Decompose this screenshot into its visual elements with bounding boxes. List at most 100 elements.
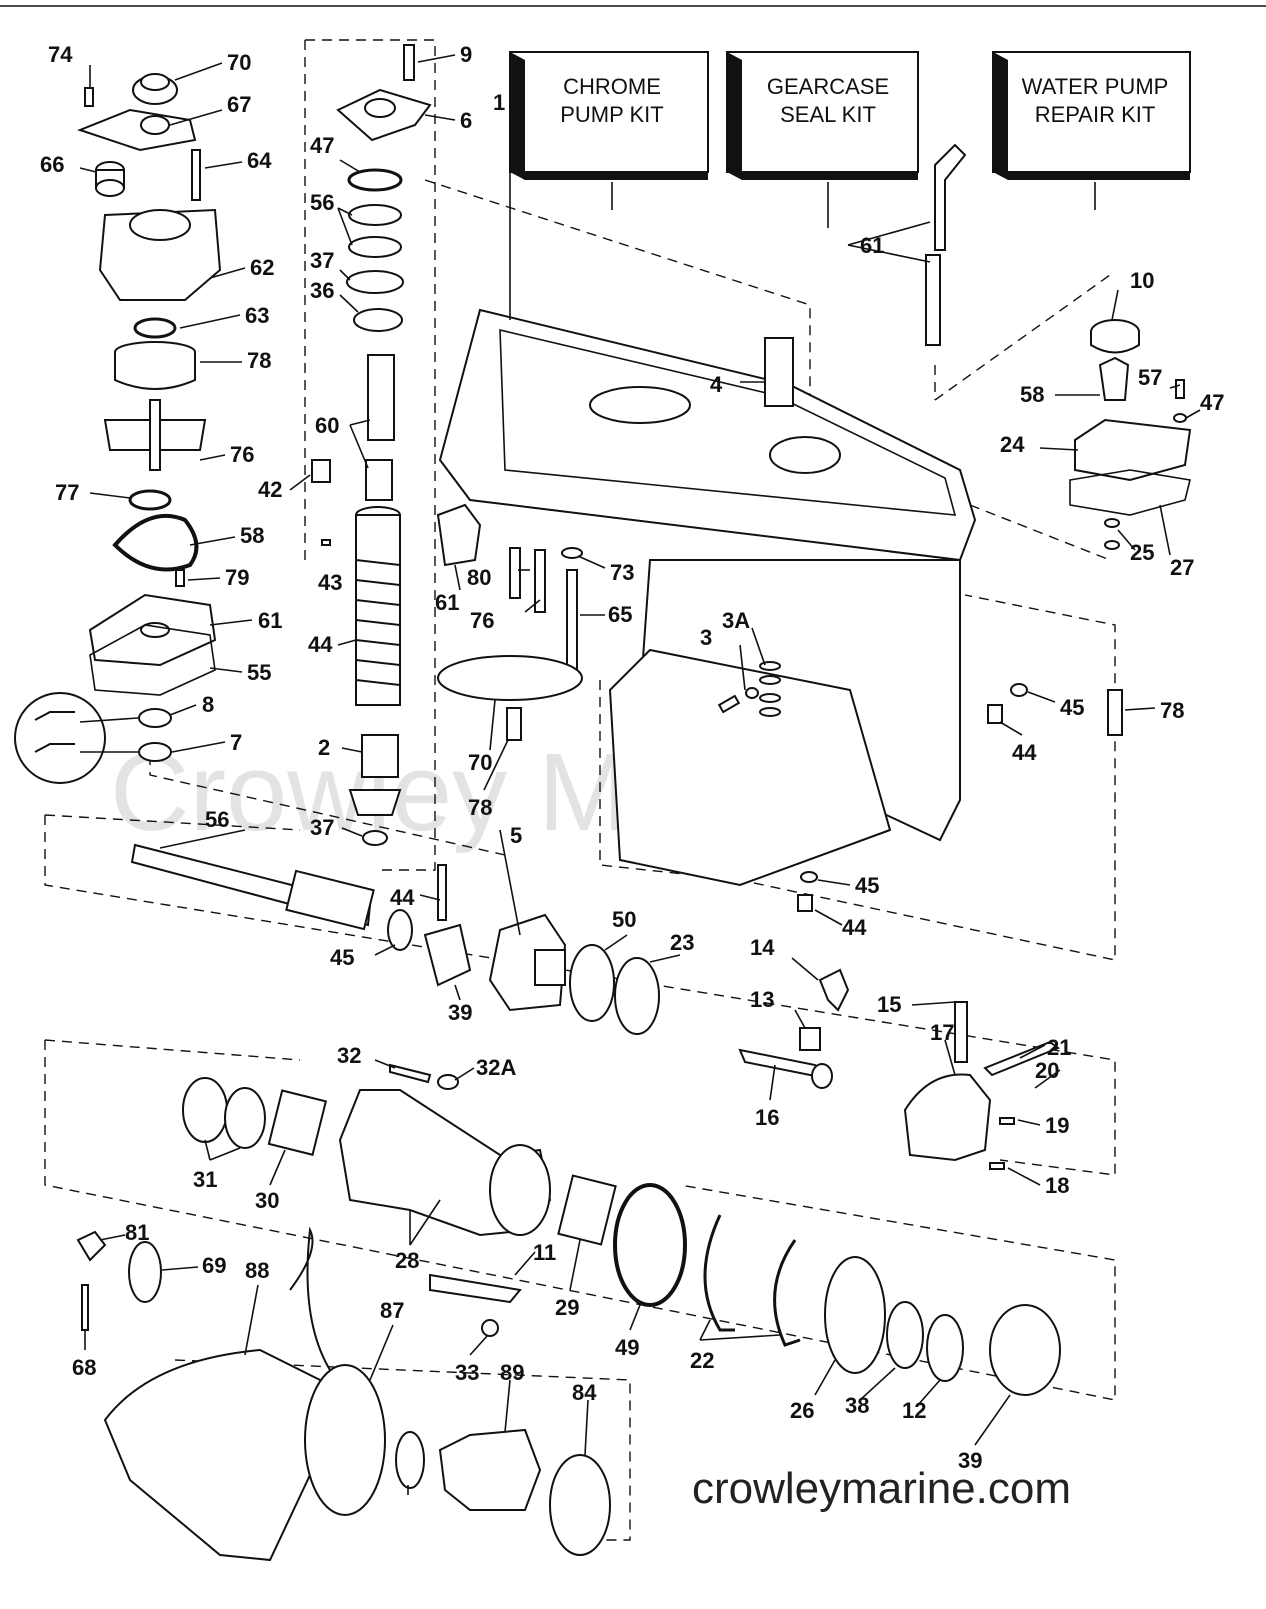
part-number: 69 [202, 1253, 226, 1278]
part-number: 67 [227, 92, 251, 117]
part-number: 57 [1138, 365, 1162, 390]
part-number: 29 [555, 1295, 579, 1320]
part-number: 61 [860, 233, 884, 258]
part-number: 14 [750, 935, 775, 960]
part-number: 24 [1000, 432, 1025, 457]
part-number: 80 [467, 565, 491, 590]
part-number: 60 [315, 413, 339, 438]
propshaft-parts [130, 843, 660, 1035]
part-number: 9 [460, 42, 472, 67]
part-number-labels: 74 70 67 66 64 62 63 78 76 77 58 79 61 5… [40, 42, 1224, 1473]
part-number: 62 [250, 255, 274, 280]
part-number: 28 [395, 1248, 419, 1273]
part-number: 64 [247, 148, 272, 173]
part-number: 37 [310, 815, 334, 840]
part-number: 65 [608, 602, 632, 627]
part-number: 30 [255, 1188, 279, 1213]
part-number: 31 [193, 1167, 217, 1192]
part-number: 45 [855, 873, 879, 898]
part-number: 39 [448, 1000, 472, 1025]
part-number: 12 [902, 1398, 926, 1423]
part-number: 13 [750, 987, 774, 1012]
kit-label-line2: REPAIR KIT [1035, 102, 1156, 127]
assembly-dashed-outlines [44, 39, 1116, 1541]
part-number: 22 [690, 1348, 714, 1373]
part-number: 84 [572, 1380, 597, 1405]
part-number: 56 [205, 807, 229, 832]
part-number: 6 [460, 108, 472, 133]
part-number: 32 [337, 1043, 361, 1068]
part-number: 88 [245, 1258, 269, 1283]
part-number: 45 [1060, 695, 1084, 720]
part-number: 21 [1047, 1035, 1071, 1060]
gearcase-hardware [717, 661, 1123, 912]
part-number: 42 [258, 477, 282, 502]
water-pump-parts [14, 73, 222, 784]
part-number: 10 [1130, 268, 1154, 293]
bearing-carrier-parts [182, 1063, 1061, 1396]
part-number: 78 [1160, 698, 1184, 723]
part-number: 1 [493, 90, 505, 115]
part-number: 87 [380, 1298, 404, 1323]
part-number: 74 [48, 42, 73, 67]
kit-label-line2: SEAL KIT [780, 102, 876, 127]
part-number: 5 [510, 823, 522, 848]
part-number: 15 [877, 992, 901, 1017]
part-number: 11 [533, 1240, 556, 1265]
shift-mechanism-parts [738, 968, 1061, 1170]
kit-box-chrome-pump: CHROME PUMP KIT [509, 51, 709, 210]
part-number: 61 [435, 590, 459, 615]
part-number: 44 [390, 885, 415, 910]
part-number: 47 [1200, 390, 1224, 415]
part-number: 70 [227, 50, 251, 75]
part-number: 36 [310, 278, 334, 303]
upper-right-parts [1069, 319, 1192, 550]
part-number: 63 [245, 303, 269, 328]
part-number: 33 [455, 1360, 479, 1385]
part-number: 76 [230, 442, 254, 467]
kit-label-line1: GEARCASE [767, 74, 889, 99]
part-number: 61 [258, 608, 282, 633]
part-number: 26 [790, 1398, 814, 1423]
part-number: 3A [722, 608, 750, 633]
part-number: 17 [930, 1020, 954, 1045]
kit-box-gearcase-seal: GEARCASE SEAL KIT [726, 51, 919, 228]
part-number: 89 [500, 1360, 524, 1385]
part-number: 32A [476, 1055, 516, 1080]
part-number: 27 [1170, 555, 1194, 580]
part-number: 3 [700, 625, 712, 650]
part-number: 73 [610, 560, 634, 585]
part-number: 44 [1012, 740, 1037, 765]
part-number: 18 [1045, 1173, 1069, 1198]
driveshaft-parts [311, 44, 432, 846]
part-number: 7 [230, 730, 242, 755]
part-number: 43 [318, 570, 342, 595]
kit-box-water-pump-repair: WATER PUMP REPAIR KIT [992, 51, 1191, 210]
part-number: 58 [240, 523, 264, 548]
part-number: 4 [710, 372, 723, 397]
part-number: 50 [612, 907, 636, 932]
part-number: 81 [125, 1220, 149, 1245]
website-url: crowleymarine.com [692, 1464, 1071, 1513]
kit-label-line2: PUMP KIT [560, 102, 664, 127]
part-number: 23 [670, 930, 694, 955]
part-number: 44 [308, 632, 333, 657]
part-number: 38 [845, 1393, 869, 1418]
shift-rod [925, 143, 967, 346]
part-number: 44 [842, 915, 867, 940]
propeller-parts [76, 1226, 611, 1562]
part-number: 66 [40, 152, 64, 177]
part-number: 77 [55, 480, 79, 505]
part-number: 25 [1130, 540, 1154, 565]
part-number: 19 [1045, 1113, 1069, 1138]
part-number: 49 [615, 1335, 639, 1360]
part-number: 2 [318, 735, 330, 760]
gearcase-housing [436, 308, 977, 887]
part-number: 56 [310, 190, 334, 215]
part-number: 16 [755, 1105, 779, 1130]
part-number: 8 [202, 692, 214, 717]
part-number: 76 [470, 608, 494, 633]
part-number: 78 [468, 795, 492, 820]
part-number: 47 [310, 133, 334, 158]
